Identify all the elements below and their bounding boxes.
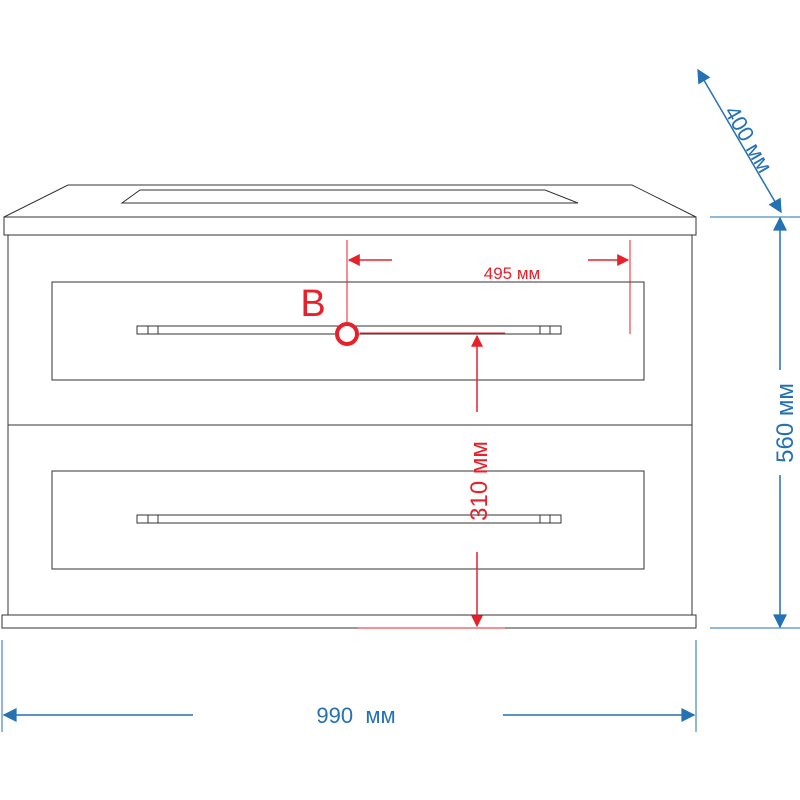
depth-dimension-label: 400 мм bbox=[719, 101, 777, 177]
width-dimension-label: 990 мм bbox=[316, 703, 395, 728]
upper-drawer-panel bbox=[51, 281, 645, 381]
lower-drawer-handle bbox=[136, 514, 562, 524]
height-dimension-label: 560 мм bbox=[772, 383, 799, 463]
countertop-front-edge bbox=[3, 216, 697, 236]
sink-basin bbox=[120, 189, 579, 204]
connection-horizontal-label: 495 мм bbox=[484, 264, 540, 283]
depth-dimension-line bbox=[697, 68, 782, 214]
lower-drawer-panel bbox=[51, 470, 645, 570]
cabinet-plinth bbox=[1, 614, 697, 629]
cabinet bbox=[1, 184, 697, 629]
connection-point-label: B bbox=[300, 283, 325, 325]
connection-point-marker bbox=[335, 322, 359, 346]
connection-vertical-label: 310 мм bbox=[466, 441, 493, 521]
connection-dimensions: 495 мм B 310 мм bbox=[300, 240, 631, 629]
